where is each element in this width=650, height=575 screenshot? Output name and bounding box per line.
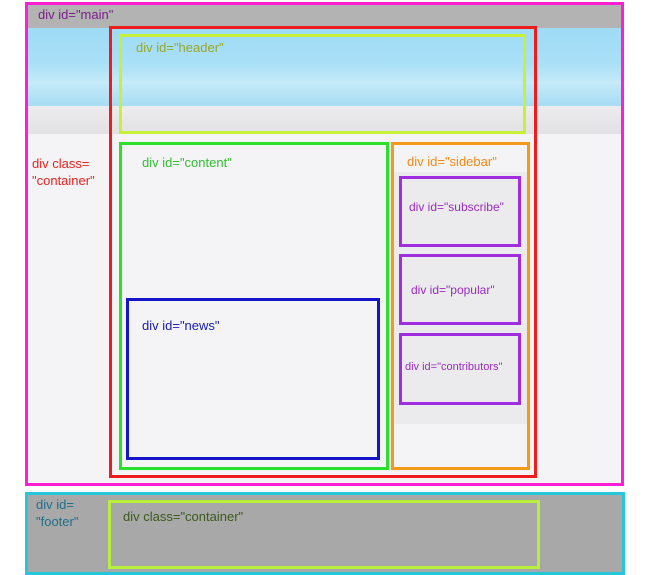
news-div-box xyxy=(126,298,380,460)
news-label: div id="news" xyxy=(142,318,220,333)
popular-label: div id="popular" xyxy=(411,283,495,297)
sidebar-div-box xyxy=(391,142,530,470)
contributors-div-box xyxy=(399,333,521,405)
contributors-label: div id="contributors" xyxy=(405,361,503,373)
footer-div-box xyxy=(25,492,625,575)
subscribe-label: div id="subscribe" xyxy=(409,200,504,214)
main-top-bar xyxy=(28,5,621,28)
content-div-box xyxy=(119,142,389,470)
header-div-box xyxy=(119,34,526,134)
footer-label-line2: "footer" xyxy=(36,514,79,529)
container-div-box xyxy=(109,26,537,478)
container-label-line2: "container" xyxy=(32,173,95,188)
subscribe-div-box xyxy=(399,176,521,247)
header-label: div id="header" xyxy=(136,40,224,55)
header-sky-background xyxy=(28,28,621,106)
footer-container-div-box xyxy=(108,500,540,569)
main-label: div id="main" xyxy=(38,7,114,22)
header-band-background xyxy=(28,106,621,134)
footer-label-line1: div id= xyxy=(36,497,74,512)
popular-div-box xyxy=(399,254,521,325)
sidebar-label: div id="sidebar" xyxy=(407,154,497,169)
footer-container-label: div class="container" xyxy=(123,509,244,524)
container-label-line1: div class= xyxy=(32,156,90,171)
content-label: div id="content" xyxy=(142,155,232,170)
sidebar-inner-background xyxy=(394,172,527,424)
